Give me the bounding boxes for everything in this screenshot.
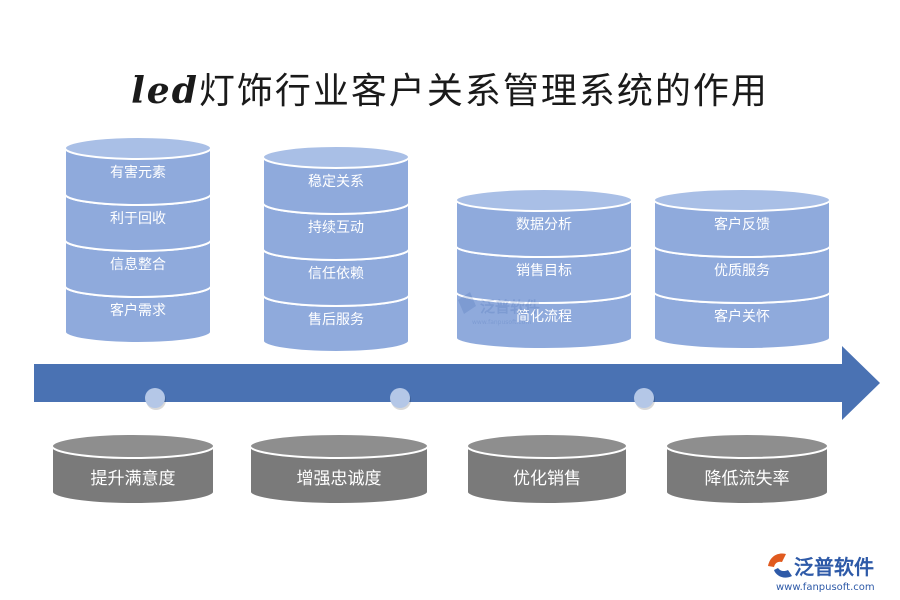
- stack-layer-body: [262, 294, 410, 353]
- base-cylinder-body: [249, 445, 429, 505]
- cylinder-stack-4: 客户关怀 优质服务 客户反馈: [653, 188, 831, 350]
- watermark-brand-text: 泛普软件: [480, 298, 540, 316]
- stack-layer-body: [455, 291, 633, 350]
- stack-layer-label: 销售目标: [516, 263, 572, 279]
- timeline-dot: [390, 388, 410, 408]
- stack-layer-label: 客户关怀: [714, 308, 770, 325]
- stack-layer-label: 稳定关系: [308, 174, 364, 190]
- stack-layer-top: [262, 145, 410, 169]
- stack-layer-label: 有害元素: [110, 165, 166, 181]
- stack-layer-body: [64, 285, 212, 344]
- stack-layer-label: 利于回收: [110, 211, 166, 227]
- stack-layer-body: [64, 239, 212, 298]
- page-title: led灯饰行业客户关系管理系统的作用: [0, 62, 900, 114]
- timeline-dot: [634, 388, 654, 408]
- brand-logo-icon-lower: [774, 568, 792, 578]
- stack-layer-body: [653, 199, 831, 258]
- base-cylinder-body: [51, 445, 215, 505]
- base-cylinder-top: [665, 433, 829, 459]
- brand-watermark: 泛普软件 www.fanpusoft.com 泛普软件 www.fanpusoft.c…: [458, 292, 875, 593]
- stack-layer-body: [64, 147, 212, 206]
- base-cylinder-body: [466, 445, 628, 505]
- stack-layer-body: [262, 202, 410, 261]
- brand-name: 泛普软件: [794, 555, 874, 579]
- stack-layer-top: [653, 188, 831, 212]
- brand-logo: 泛普软件 www.fanpusoft.com: [768, 553, 875, 593]
- stack-layer-body: [262, 248, 410, 307]
- stack-layer-body: [653, 245, 831, 304]
- stack-layer-top: [455, 188, 633, 212]
- stack-layer-body: [455, 245, 633, 304]
- stack-layer-label: 数据分析: [516, 217, 572, 233]
- base-cylinder-top: [51, 433, 215, 459]
- base-cylinder-4: 降低流失率: [665, 433, 829, 505]
- stack-layer-body: [262, 156, 410, 215]
- base-cylinder-2: 增强忠诚度: [249, 433, 429, 505]
- title-main: 灯饰行业客户关系管理系统的作用: [198, 71, 769, 112]
- base-cylinder-body: [665, 445, 829, 505]
- stack-layer-label: 客户反馈: [714, 216, 770, 233]
- arrow-shape: [34, 346, 880, 420]
- stack-layer-label: 优质服务: [714, 263, 770, 279]
- watermark-url-text: www.fanpusoft.com: [472, 319, 531, 326]
- brand-url: www.fanpusoft.com: [776, 582, 875, 593]
- stack-layer-top: [64, 136, 212, 160]
- title-prefix: led: [131, 70, 199, 112]
- cylinder-stack-1: 客户需求 信息整合 利于回收 有害元素: [64, 136, 212, 344]
- stack-layer-body: [653, 291, 831, 350]
- watermark-logo-icon: [458, 292, 476, 314]
- base-cylinder-label: 优化销售: [513, 469, 581, 489]
- base-cylinders: 提升满意度 增强忠诚度 优化销售 降低流失率: [51, 433, 829, 505]
- stack-layer-body: [455, 199, 633, 258]
- stack-layer-label: 售后服务: [308, 312, 364, 328]
- base-cylinder-1: 提升满意度: [51, 433, 215, 505]
- stack-layer-label: 客户需求: [110, 302, 166, 319]
- base-cylinder-3: 优化销售: [466, 433, 628, 505]
- center-watermark: 泛普软件 www.fanpusoft.com: [458, 292, 540, 326]
- stack-layer-label: 持续互动: [308, 219, 364, 236]
- stack-layer: 有害元素: [64, 136, 212, 206]
- base-cylinder-top: [249, 433, 429, 459]
- stack-layer: 稳定关系: [262, 145, 410, 215]
- stack-layer: 数据分析: [455, 188, 633, 258]
- base-cylinder-label: 降低流失率: [705, 469, 790, 489]
- base-cylinder-top: [466, 433, 628, 459]
- stack-layer-label: 信任依赖: [308, 266, 364, 282]
- base-cylinder-label: 增强忠诚度: [297, 469, 382, 489]
- brand-logo-icon: [768, 553, 786, 567]
- stack-layer-label: 简化流程: [516, 308, 572, 325]
- cylinder-stack-2: 售后服务 信任依赖 持续互动 稳定关系: [262, 145, 410, 353]
- stack-layer-label: 信息整合: [110, 256, 166, 273]
- cylinder-stack-3: 简化流程 销售目标 数据分析: [455, 188, 633, 350]
- stack-layer-body: [64, 193, 212, 252]
- timeline-arrow: [34, 346, 880, 420]
- stack-layer: 客户反馈: [653, 188, 831, 258]
- timeline-dot: [145, 388, 165, 408]
- base-cylinder-label: 提升满意度: [91, 469, 176, 489]
